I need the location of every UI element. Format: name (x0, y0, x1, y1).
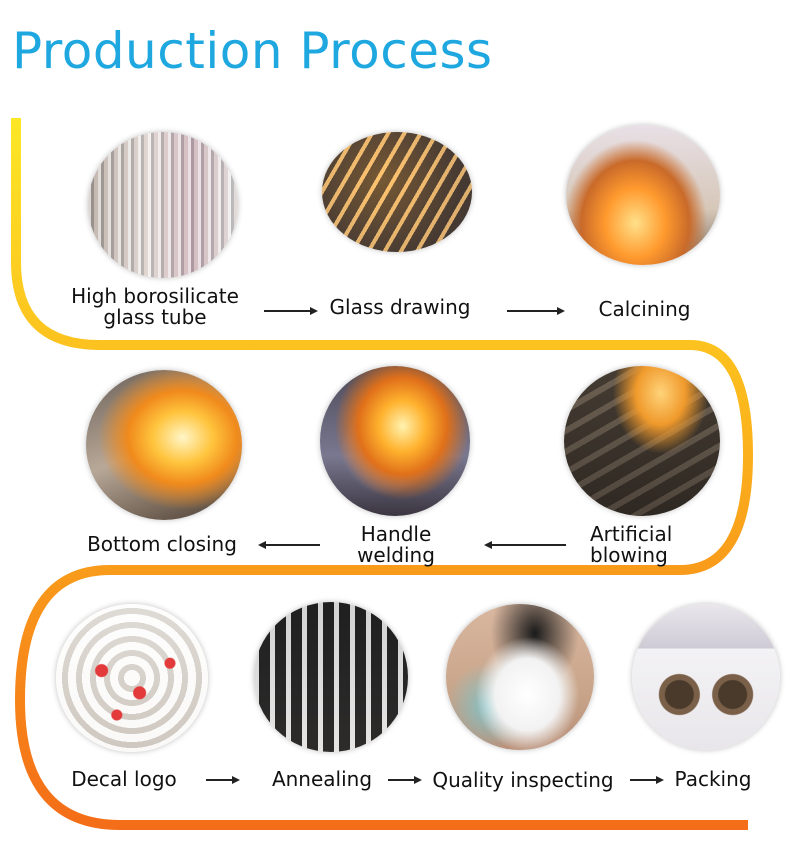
flow-arrow-7 (630, 775, 664, 785)
flow-arrow-4 (484, 540, 566, 550)
bottom-closing-photo (86, 370, 242, 520)
decal-cups-photo (56, 604, 208, 752)
flow-arrow-1 (264, 306, 318, 316)
step-label-annealing: Annealing (271, 767, 373, 791)
annealing-rack-photo (254, 602, 408, 752)
gift-box-photo (632, 604, 780, 750)
flow-arrow-6 (388, 775, 422, 785)
step-label-packing: Packing (674, 767, 752, 791)
step-label-bottom-closing: Bottom closing (87, 532, 237, 556)
step-label-glass-drawing: Glass drawing (329, 295, 471, 319)
glass-blowing-photo (564, 366, 720, 516)
glass-drawing-photo (322, 132, 472, 252)
handle-welding-photo (320, 366, 470, 516)
flow-arrow-5 (206, 775, 240, 785)
glass-tubes-photo (88, 132, 238, 278)
step-label-decal-logo: Decal logo (71, 767, 177, 791)
inspection-hands-photo (446, 604, 594, 750)
page-title: Production Process (12, 22, 493, 80)
flow-arrow-3 (258, 540, 320, 550)
calcining-flame-photo (566, 125, 720, 265)
step-label-quality-inspecting: Quality inspecting (432, 768, 614, 792)
flow-arrow-2 (507, 306, 565, 316)
step-label-calcining: Calcining (598, 297, 691, 321)
